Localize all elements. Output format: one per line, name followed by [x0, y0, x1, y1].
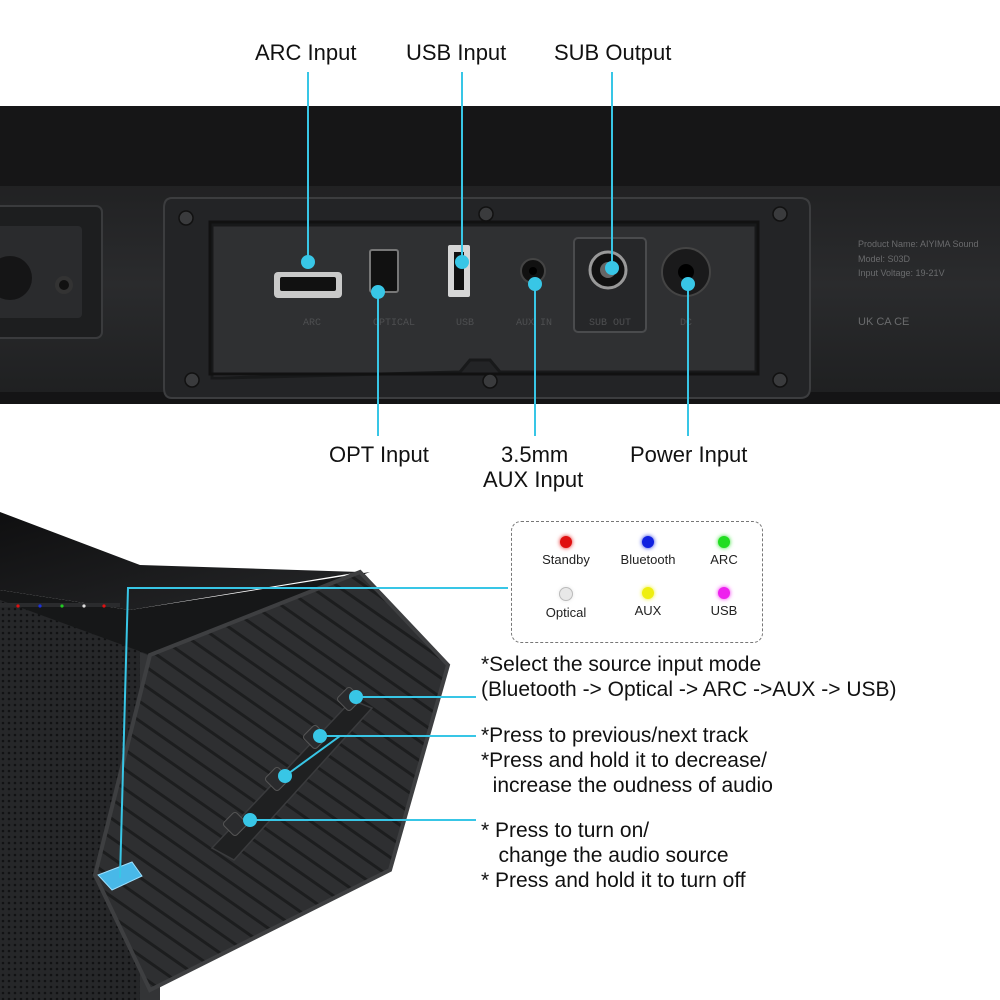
product-voltage-text: Input Voltage: 19-21V: [858, 268, 945, 278]
led-label: Standby: [542, 552, 590, 567]
aux-input-label: AUX Input: [483, 467, 584, 492]
led-label: Bluetooth: [620, 552, 676, 567]
led-legend: Standby Bluetooth ARC Optical AUX USB: [511, 521, 763, 643]
led-optical: Optical: [526, 584, 606, 620]
led-bulb-icon: [638, 532, 658, 552]
led-standby: Standby: [526, 532, 606, 567]
led-bulb-icon: [714, 583, 734, 603]
power-desc-line3: * Press and hold it to turn off: [481, 869, 746, 892]
power-desc-line1: * Press to turn on/: [481, 819, 650, 842]
panel-mark-4: SUB OUT: [589, 318, 631, 329]
certification-marks: UK CA CE: [858, 316, 909, 328]
led-bulb-icon: [556, 532, 576, 552]
soundbar-side: [0, 512, 451, 1000]
product-model-text: Model: S03D: [858, 254, 911, 264]
button-leader-lines: [119, 587, 508, 879]
track-desc-line1: *Press to previous/next track: [481, 724, 749, 747]
panel-mark-0: ARC: [303, 318, 321, 329]
panel-mark-1: OPTICAL: [373, 318, 415, 329]
power-desc-line2: change the audio source: [481, 844, 729, 867]
track-desc-line3: increase the oudness of audio: [481, 774, 773, 797]
led-label: AUX: [634, 603, 662, 618]
arc-input-label: ARC Input: [255, 40, 357, 65]
panel-mark-5: DC: [680, 318, 692, 329]
led-bulb-icon: [714, 532, 734, 552]
port-leader-lines: [301, 72, 695, 436]
soundbar-rear: Product Name: AIYIMA Sound Model: S03D I…: [0, 106, 1000, 404]
led-label: USB: [710, 603, 738, 618]
product-name-text: Product Name: AIYIMA Sound: [858, 239, 979, 249]
led-aux: AUX: [608, 583, 688, 618]
sub-output-label: SUB Output: [554, 40, 672, 65]
power-input-label: Power Input: [630, 442, 748, 467]
panel-mark-2: USB: [456, 318, 474, 329]
led-arc: ARC: [684, 532, 764, 567]
aux-size-label: 3.5mm: [501, 442, 569, 467]
source-desc-line2: (Bluetooth -> Optical -> ARC ->AUX -> US…: [481, 678, 897, 701]
track-desc-line2: *Press and hold it to decrease/: [481, 749, 768, 772]
opt-input-label: OPT Input: [329, 442, 429, 467]
led-bluetooth: Bluetooth: [608, 532, 688, 567]
usb-input-label: USB Input: [406, 40, 507, 65]
source-desc-line1: *Select the source input mode: [481, 653, 762, 676]
led-bulb-icon: [638, 583, 658, 603]
led-usb: USB: [684, 583, 764, 618]
led-label: Optical: [545, 605, 587, 620]
led-label: ARC: [710, 552, 738, 567]
led-bulb-icon: [556, 584, 576, 604]
